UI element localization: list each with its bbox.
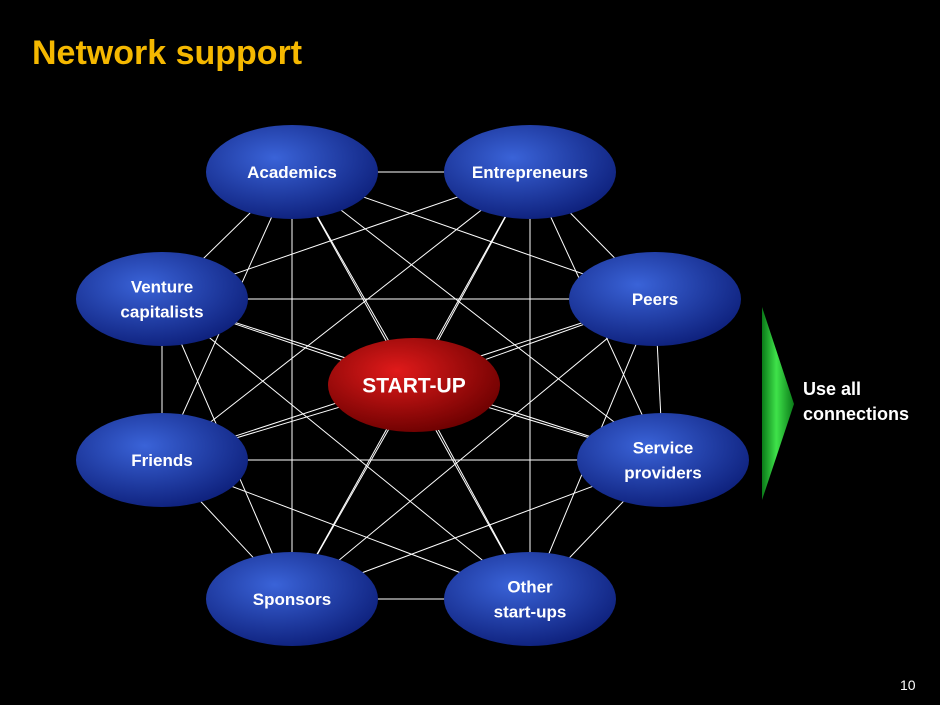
node-academics-label: Academics — [247, 163, 337, 182]
node-peers-label: Peers — [632, 290, 678, 309]
green-arrow-icon — [762, 307, 794, 500]
node-friends: Friends — [76, 413, 248, 507]
node-sponsors-label: Sponsors — [253, 590, 331, 609]
node-entrepreneurs: Entrepreneurs — [444, 125, 616, 219]
node-startup: START-UP — [328, 338, 500, 432]
node-service-providers-shape — [577, 413, 749, 507]
side-note-line-1: Use all — [803, 379, 862, 399]
node-other-startups-label: Other — [507, 577, 553, 596]
node-service-providers-label: Service — [633, 438, 694, 457]
node-sponsors: Sponsors — [206, 552, 378, 646]
node-academics: Academics — [206, 125, 378, 219]
node-friends-shape — [76, 413, 248, 507]
node-peers: Peers — [569, 252, 741, 346]
side-note: Use all connections — [803, 377, 909, 427]
connection-other-startups-venture-capitalists — [161, 298, 531, 600]
connection-peers-sponsors — [291, 298, 656, 600]
node-service-providers-label: providers — [624, 463, 701, 482]
node-academics-shape — [206, 125, 378, 219]
page-number: 10 — [900, 677, 916, 693]
node-sponsors-shape — [206, 552, 378, 646]
node-venture-capitalists-shape — [76, 252, 248, 346]
node-other-startups: Other start-ups — [444, 552, 616, 646]
node-venture-capitalists: Venture capitalists — [76, 252, 248, 346]
node-entrepreneurs-label: Entrepreneurs — [472, 163, 588, 182]
side-note-line-2: connections — [803, 404, 910, 424]
connection-academics-service-providers — [291, 171, 664, 461]
connection-entrepreneurs-friends — [161, 171, 531, 461]
node-other-startups-label: start-ups — [494, 602, 567, 621]
node-other-startups-shape — [444, 552, 616, 646]
node-venture-capitalists-label: Venture — [131, 277, 193, 296]
node-startup-shape — [328, 338, 500, 432]
node-friends-label: Friends — [131, 451, 192, 470]
node-startup-label: START-UP — [362, 374, 465, 397]
node-service-providers: Service providers — [577, 413, 749, 507]
node-venture-capitalists-label: capitalists — [120, 302, 203, 321]
slide-title: Network support — [32, 34, 303, 72]
node-entrepreneurs-shape — [444, 125, 616, 219]
node-peers-shape — [569, 252, 741, 346]
